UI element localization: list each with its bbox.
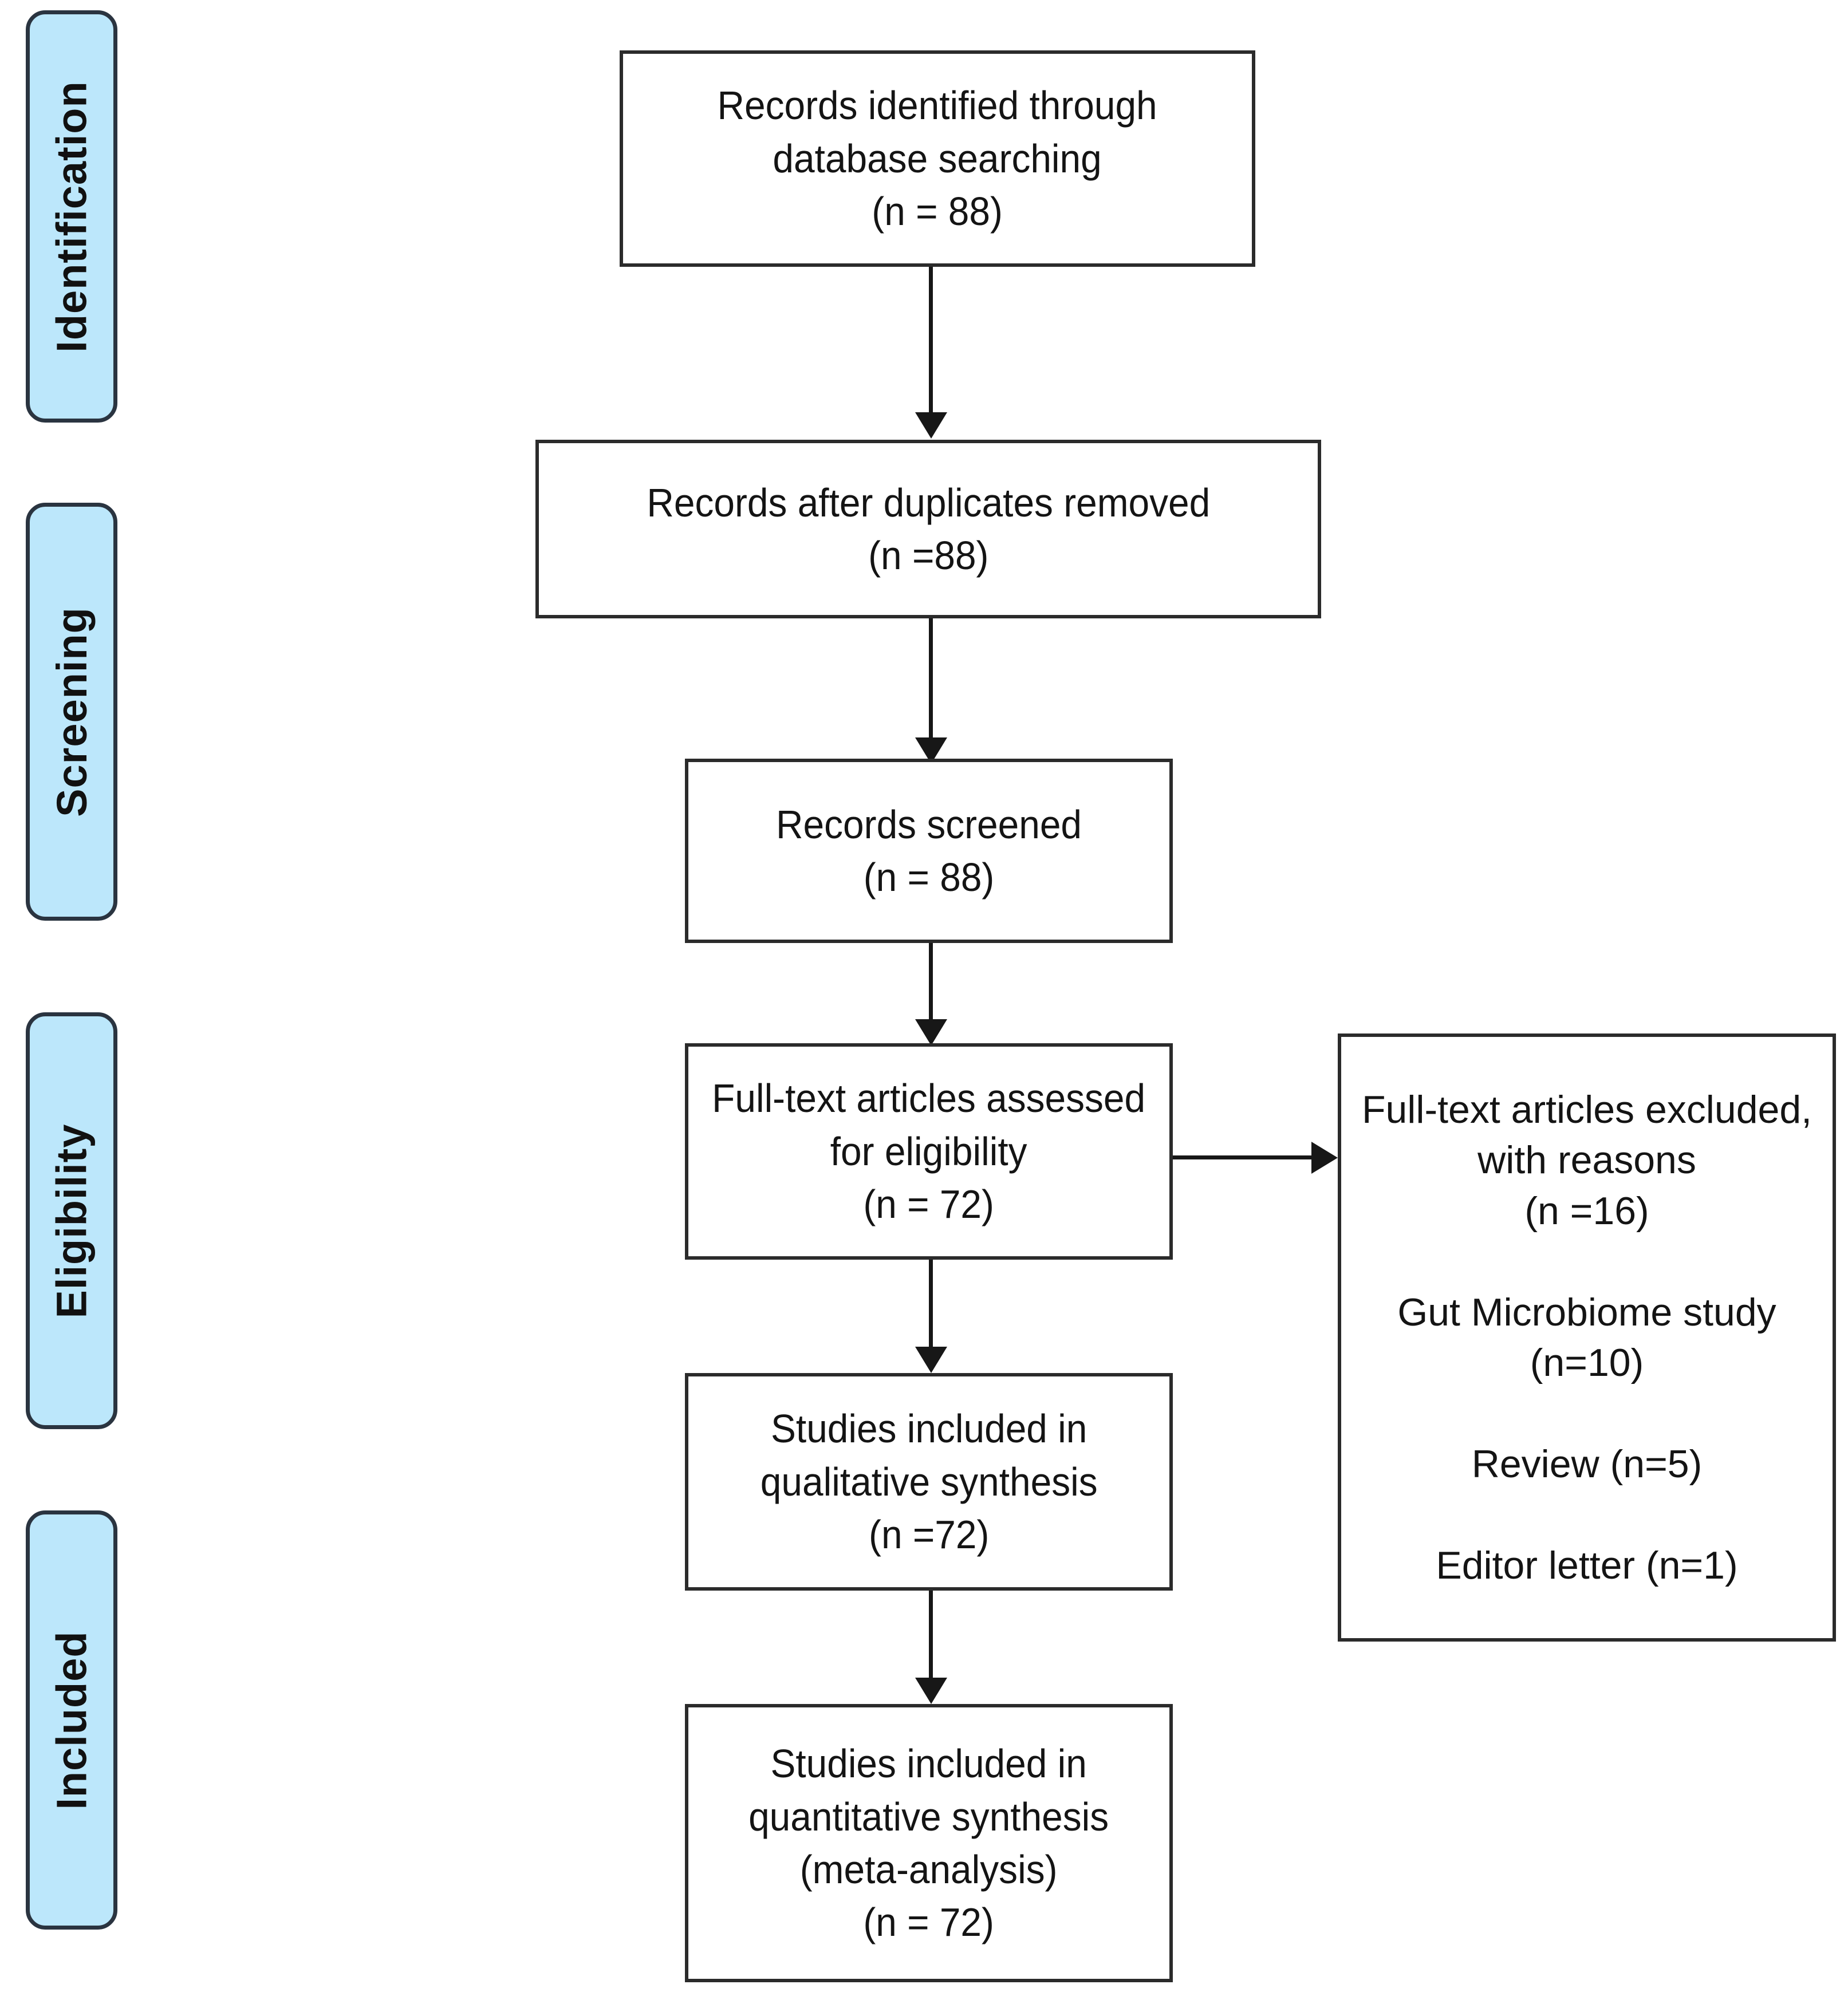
box-full-text-assessed-text: Full-text articles assessed for eligibil… — [712, 1076, 1146, 1227]
arrow-screened-to-fulltext-line — [929, 943, 933, 1020]
stage-pill-identification: Identification — [26, 10, 117, 423]
box-qualitative-synthesis-text: Studies included in qualitative synthesi… — [760, 1406, 1098, 1557]
arrow-fulltext-to-excluded-head — [1311, 1142, 1338, 1174]
stage-label-screening: Screening — [48, 606, 96, 817]
stage-label-identification: Identification — [48, 80, 96, 353]
box-qualitative-synthesis: Studies included in qualitative synthesi… — [685, 1373, 1173, 1591]
stage-label-included: Included — [48, 1630, 96, 1810]
box-quantitative-synthesis-text: Studies included in quantitative synthes… — [748, 1741, 1109, 1945]
box-full-text-excluded: Full-text articles excluded, with reason… — [1338, 1033, 1836, 1642]
stage-label-eligibility: Eligibility — [48, 1123, 96, 1318]
stage-pill-eligibility: Eligibility — [26, 1012, 117, 1429]
arrow-qualitative-to-quantitative-head — [915, 1678, 947, 1704]
arrow-fulltext-to-excluded-line — [1173, 1155, 1315, 1159]
box-full-text-excluded-text: Full-text articles excluded, with reason… — [1361, 1088, 1812, 1587]
box-records-after-duplicates-text: Records after duplicates removed (n =88) — [647, 480, 1210, 578]
box-records-screened: Records screened (n = 88) — [685, 759, 1173, 943]
arrow-qualitative-to-quantitative-line — [929, 1591, 933, 1679]
box-records-after-duplicates: Records after duplicates removed (n =88) — [535, 440, 1321, 618]
arrow-fulltext-to-qualitative-head — [915, 1347, 947, 1373]
box-full-text-assessed: Full-text articles assessed for eligibil… — [685, 1043, 1173, 1260]
arrow-identified-to-duplicates-head — [915, 412, 947, 439]
stage-pill-included: Included — [26, 1510, 117, 1930]
arrow-screened-to-fulltext-head — [915, 1019, 947, 1046]
arrow-identified-to-duplicates-line — [929, 267, 933, 413]
arrow-fulltext-to-qualitative-line — [929, 1260, 933, 1348]
box-records-identified-text: Records identified through database sear… — [717, 83, 1158, 234]
box-records-identified: Records identified through database sear… — [620, 50, 1255, 267]
stage-pill-screening: Screening — [26, 503, 117, 921]
box-quantitative-synthesis: Studies included in quantitative synthes… — [685, 1704, 1173, 1982]
arrow-duplicates-to-screened-line — [929, 618, 933, 739]
box-records-screened-text: Records screened (n = 88) — [775, 802, 1082, 900]
